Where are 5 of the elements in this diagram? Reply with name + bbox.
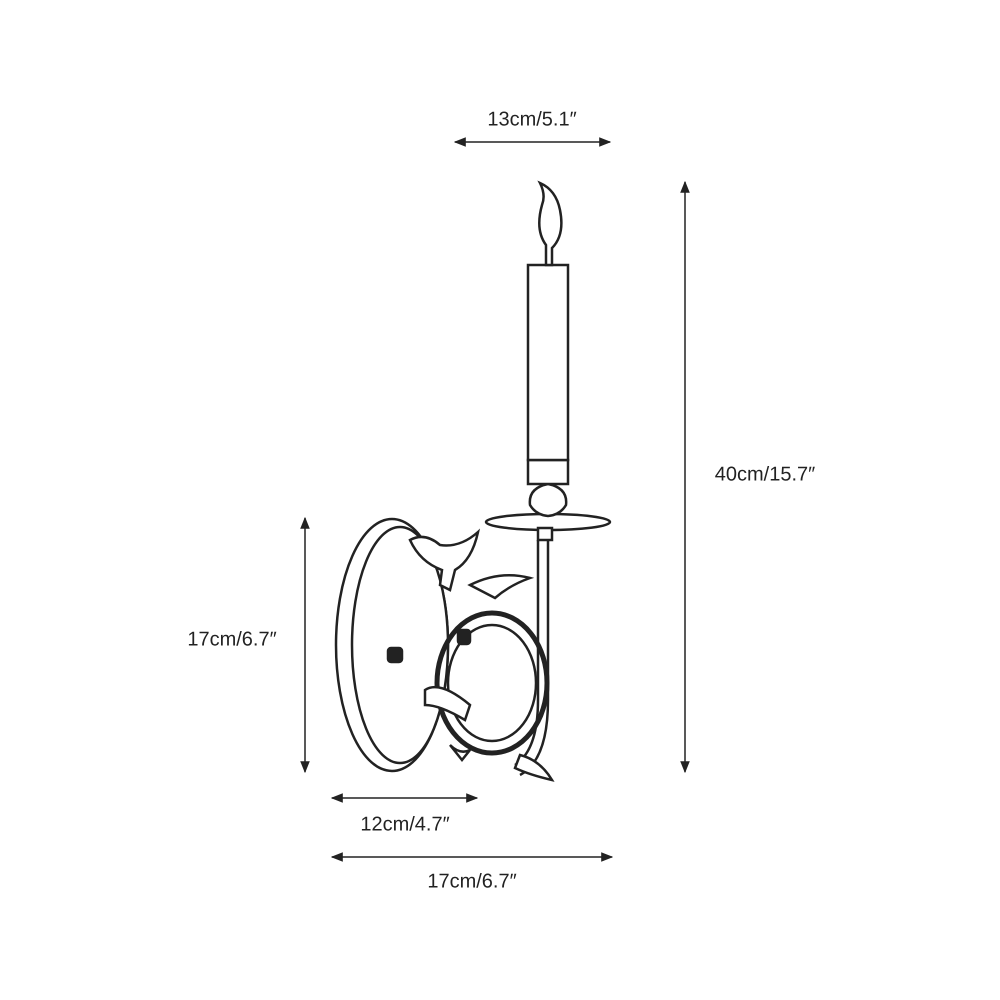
dimension-label: 17cm/6.7″ bbox=[187, 628, 277, 652]
dimension-label: 13cm/5.1″ bbox=[487, 108, 577, 132]
dimension-label: 40cm/15.7″ bbox=[714, 464, 816, 486]
dimension-label: 12cm/4.7″ bbox=[360, 814, 450, 836]
dimension-label: 17cm/6.7″ bbox=[427, 870, 517, 894]
